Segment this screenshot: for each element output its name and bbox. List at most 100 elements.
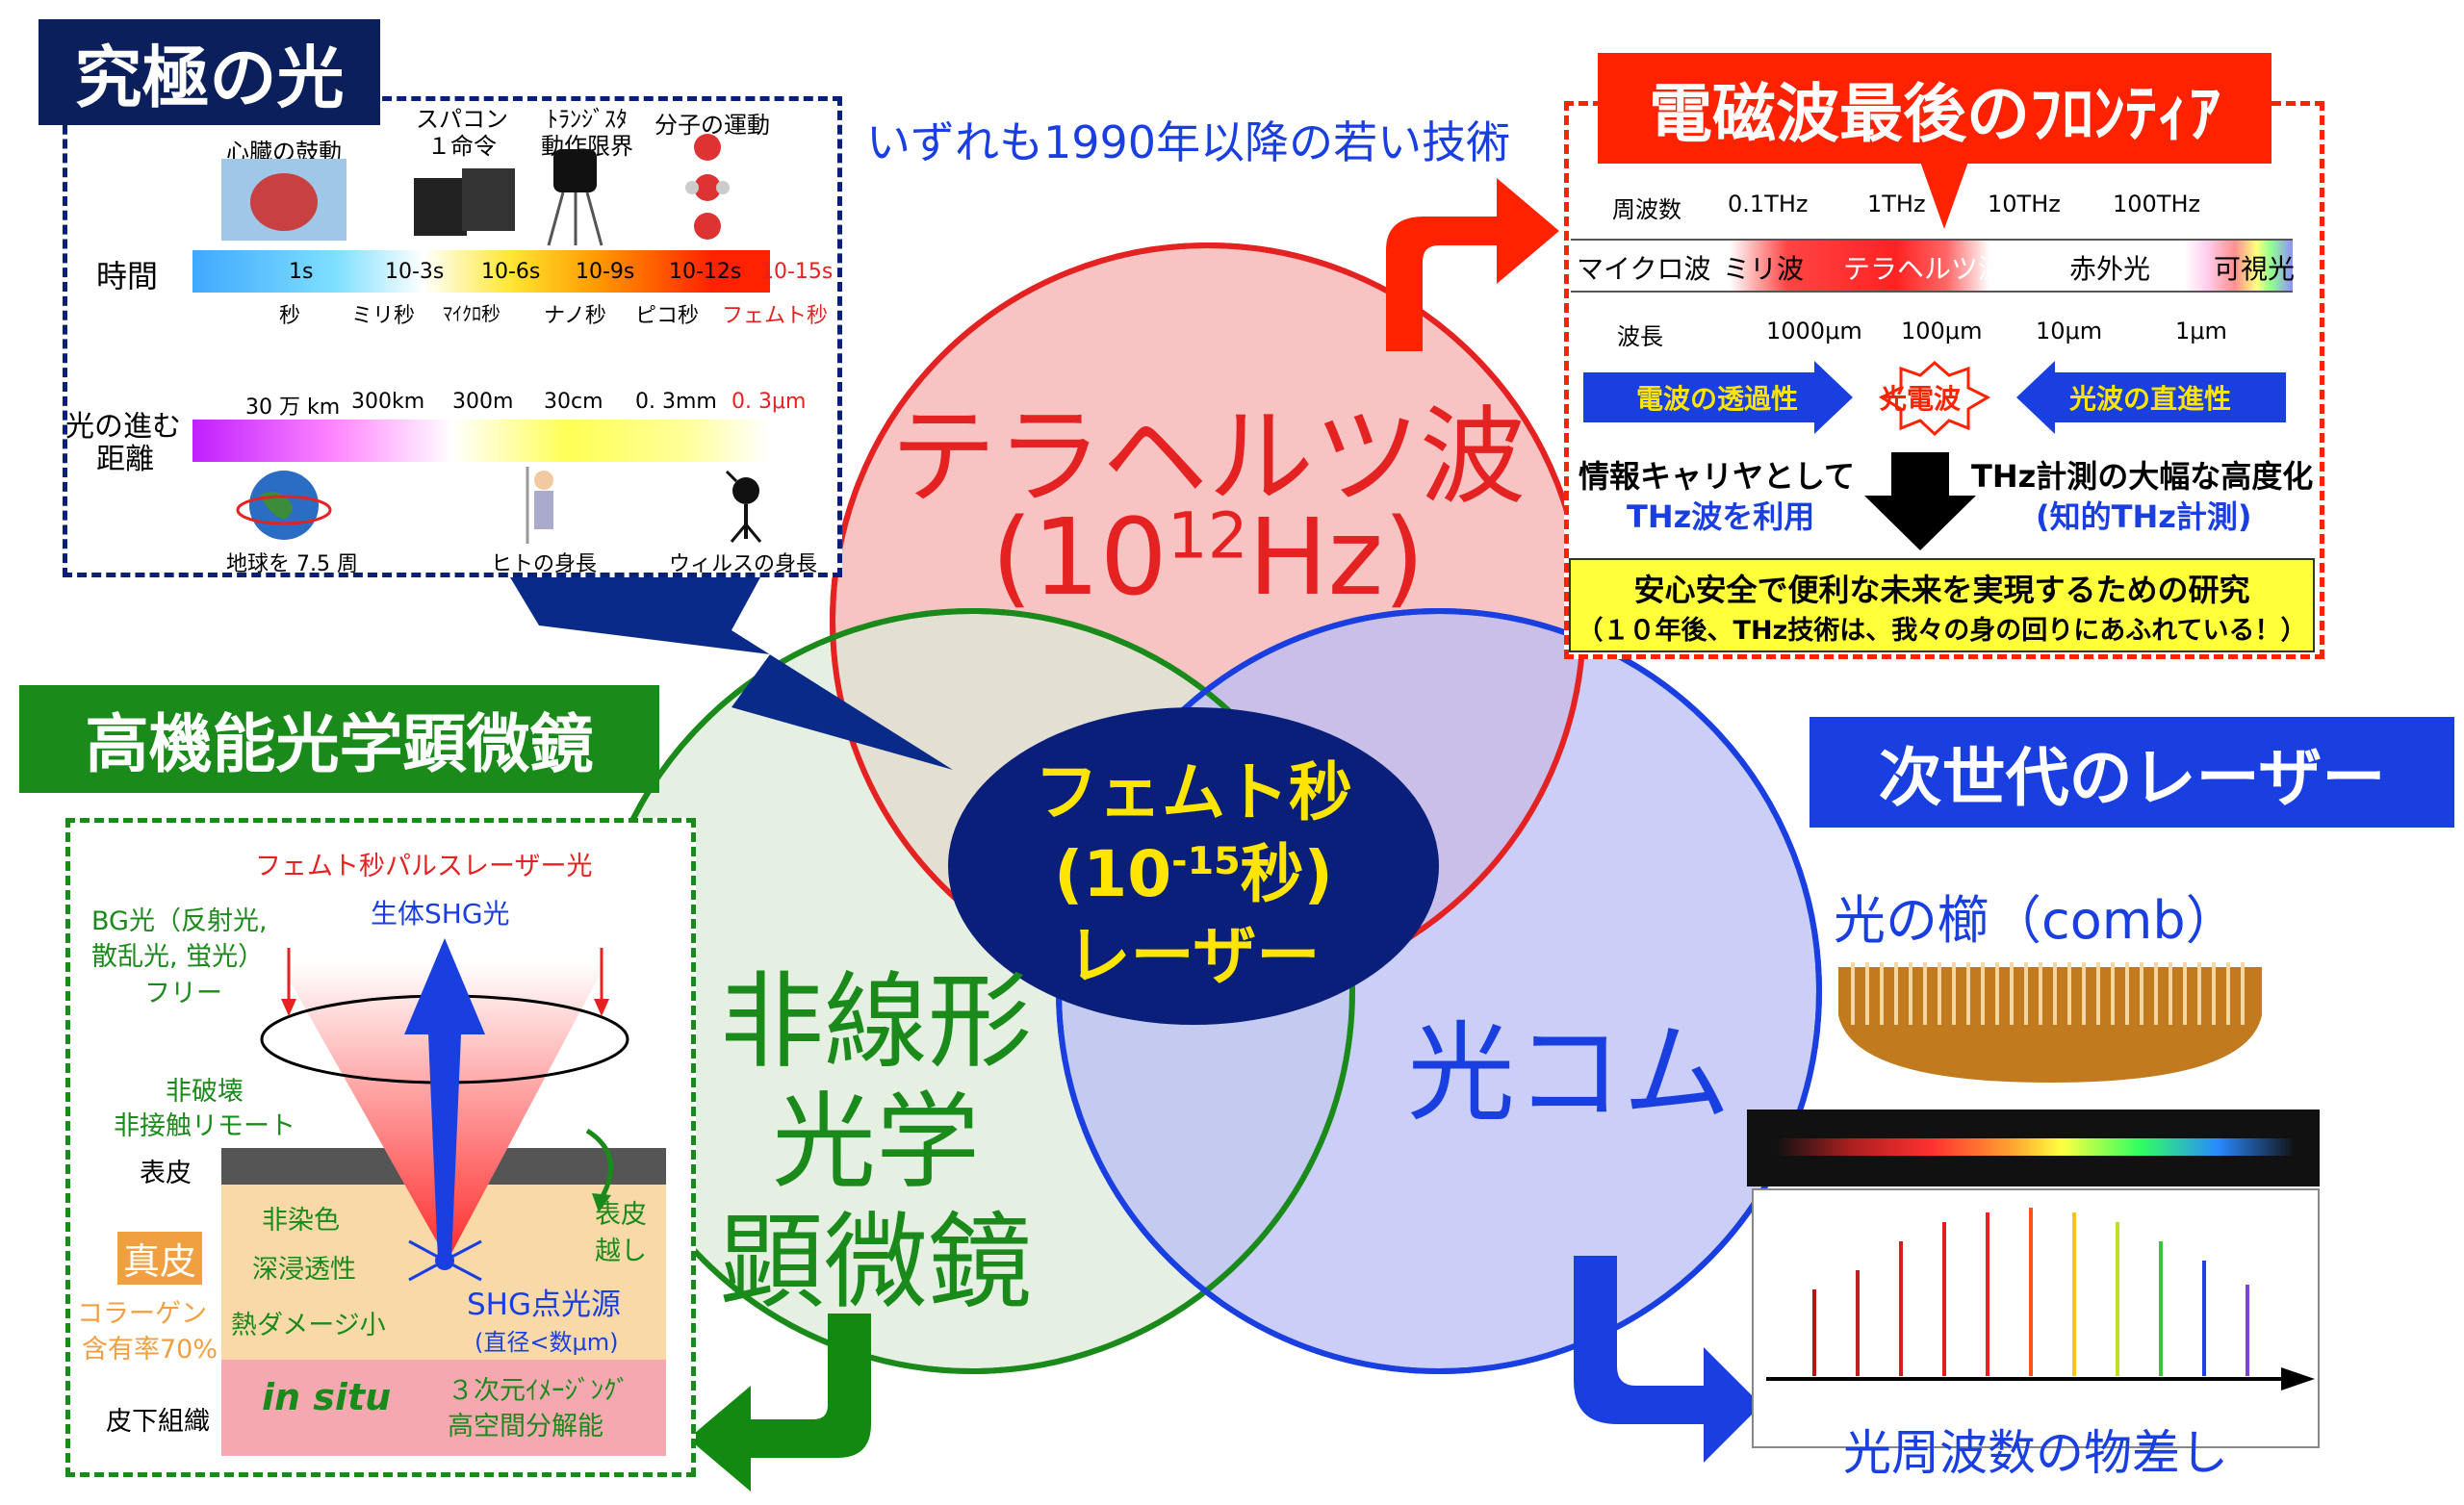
bg-label-1: BG光（反射光, [91, 906, 268, 936]
femto-pulse-label: フェムト秒パルスレーザー光 [255, 852, 593, 881]
distance-tick-1: 300km [351, 390, 425, 414]
radio-transmission-label: 電波の透過性 [1636, 383, 1799, 415]
future-line-1: 安心安全で便利な未来を実現するための研究 [1633, 572, 2250, 608]
transistor-icon [547, 149, 603, 246]
shg-up-arrow-icon [404, 938, 485, 1261]
icon-label-molecule: 分子の運動 [654, 112, 770, 139]
light-straightness-label: 光波の直進性 [2069, 383, 2232, 415]
band-terahertz: テラヘルツ波 [1843, 253, 2006, 285]
ultimate-light-title: 究極の光 [38, 19, 380, 125]
comb-lines-chart [1766, 1208, 2315, 1390]
freq-0: 0.1THz [1728, 191, 1809, 217]
nonlinear-label-2: 光学 [771, 1083, 980, 1203]
distance-tick-3: 30cm [544, 390, 603, 414]
through-1: 表皮 [595, 1200, 647, 1230]
deep-label: 深浸透性 [252, 1255, 356, 1285]
axis-arrow-icon [2281, 1367, 2315, 1390]
time-label: 時間 [96, 258, 159, 294]
virus-caption: ウィルスの身長 [669, 552, 818, 576]
unstained-label: 非染色 [262, 1206, 340, 1236]
dermis-label: 真皮 [117, 1232, 203, 1285]
terahertz-frequency: (1012Hz) [990, 496, 1425, 619]
down-arrow-icon [1864, 452, 1976, 550]
band-microwave: マイクロ波 [1577, 253, 1711, 285]
transmission-arrows [1583, 361, 2286, 437]
time-unit-ps: ピコ秒 [635, 304, 700, 328]
measure-line-2: (知的THz計測) [2036, 498, 2252, 535]
wavelength-3: 1μm [2175, 318, 2227, 344]
femto-label-3: レーザー [1066, 919, 1321, 993]
human-icon [526, 467, 553, 544]
time-tick-ps: 10-12s [669, 260, 742, 284]
future-box [1569, 558, 2315, 652]
imaging-2: 高空間分解能 [448, 1412, 603, 1441]
earth-caption: 地球を 7.5 周 [226, 552, 358, 576]
distance-tick-4: 0. 3mm [635, 390, 717, 414]
in-situ-label: in situ [262, 1376, 392, 1418]
nondestructive-2: 非接触リモート [114, 1111, 295, 1141]
virus-icon [725, 470, 762, 543]
spectrum-strip [1747, 1110, 2320, 1186]
earth-icon [236, 471, 332, 540]
nonlinear-label-3: 顕微鏡 [719, 1203, 1032, 1323]
subcutis-label: 皮下組織 [106, 1407, 210, 1437]
distance-tick-5: 0. 3μm [732, 390, 807, 414]
time-unit-fs: フェムト秒 [722, 304, 829, 328]
comb-caption: 光の櫛（comb） [1834, 890, 2238, 951]
femtosecond-ellipse [948, 707, 1439, 1025]
microscope-title: 高機能光学顕微鏡 [19, 685, 659, 793]
header-note: いずれも1990年以降の若い技術 [866, 116, 1511, 168]
distance-label-1: 光の進む [65, 410, 181, 444]
laser-cone-diagram [260, 938, 629, 1282]
nondestructive-1: 非破壊 [166, 1077, 244, 1107]
femto-label-1: フェムト秒 [1035, 755, 1352, 829]
band-millimeter: ミリ波 [1723, 253, 1805, 285]
band-infrared: 赤外光 [2069, 253, 2151, 285]
subcutis-layer [221, 1360, 666, 1456]
time-tick-ms: 10-3s [385, 260, 445, 284]
time-unit-s: 秒 [279, 304, 301, 328]
bg-label-3: フリー [144, 979, 222, 1008]
band-bar [1571, 239, 2293, 293]
time-scale-bar [192, 250, 770, 293]
green-arrow-icon [688, 1314, 871, 1492]
through-2: 越し [595, 1237, 647, 1266]
comb-label: 光コム [1407, 1011, 1731, 1136]
imaging-1: ３次元ｲﾒｰｼﾞﾝｸﾞ [448, 1376, 629, 1406]
freq-2: 10THz [1988, 191, 2061, 217]
collagen-1: コラーゲン [77, 1299, 207, 1329]
comb-icon [1838, 962, 2262, 1083]
femto-label-2: (10-15秒) [1054, 837, 1333, 911]
frequency-ruler-caption: 光周波数の物差し [1843, 1425, 2228, 1481]
epidermis-label: 表皮 [140, 1159, 192, 1188]
measure-line-1: THz計測の大幅な高度化 [1971, 458, 2314, 495]
time-unit-us: ﾏｲｸﾛ秒 [443, 302, 500, 325]
nonlinear-label-1: 非線形 [719, 962, 1032, 1083]
laser-title: 次世代のレーザー [1810, 717, 2454, 828]
supercomputer-icon [414, 168, 515, 236]
time-tick-fs: 10-15s [760, 260, 834, 284]
freq-label: 周波数 [1612, 196, 1681, 223]
photonic-wave-badge: 光電波 [1879, 383, 1961, 415]
band-visible: 可視光 [2214, 253, 2296, 285]
distance-label-2: 距離 [96, 443, 154, 476]
heart-icon [221, 159, 346, 241]
distance-tick-2: 300m [452, 390, 514, 414]
molecule-icon [685, 134, 730, 240]
lightning-bolt-icon [510, 577, 953, 770]
icon-label-supercomputer: スパコン １命令 [416, 106, 508, 160]
collagen-2: 含有率70% [82, 1335, 218, 1365]
blue-arrow-icon [1574, 1256, 1761, 1463]
time-tick-us: 10-6s [481, 260, 541, 284]
wavelength-0: 1000μm [1766, 318, 1862, 344]
time-unit-ns: ナノ秒 [544, 304, 606, 328]
heat-label: 熱ダメージ小 [231, 1311, 386, 1340]
distance-scale-bar [192, 420, 770, 462]
human-caption: ヒトの身長 [491, 552, 598, 576]
wavelength-label: 波長 [1617, 323, 1663, 350]
red-arrow-icon [1386, 178, 1559, 351]
future-line-2: （１０年後、THz技術は、我々の身の回りにあふれている！） [1577, 616, 2307, 646]
distance-tick-0: 30 万 km [245, 395, 341, 420]
freq-1: 1THz [1867, 191, 1926, 217]
